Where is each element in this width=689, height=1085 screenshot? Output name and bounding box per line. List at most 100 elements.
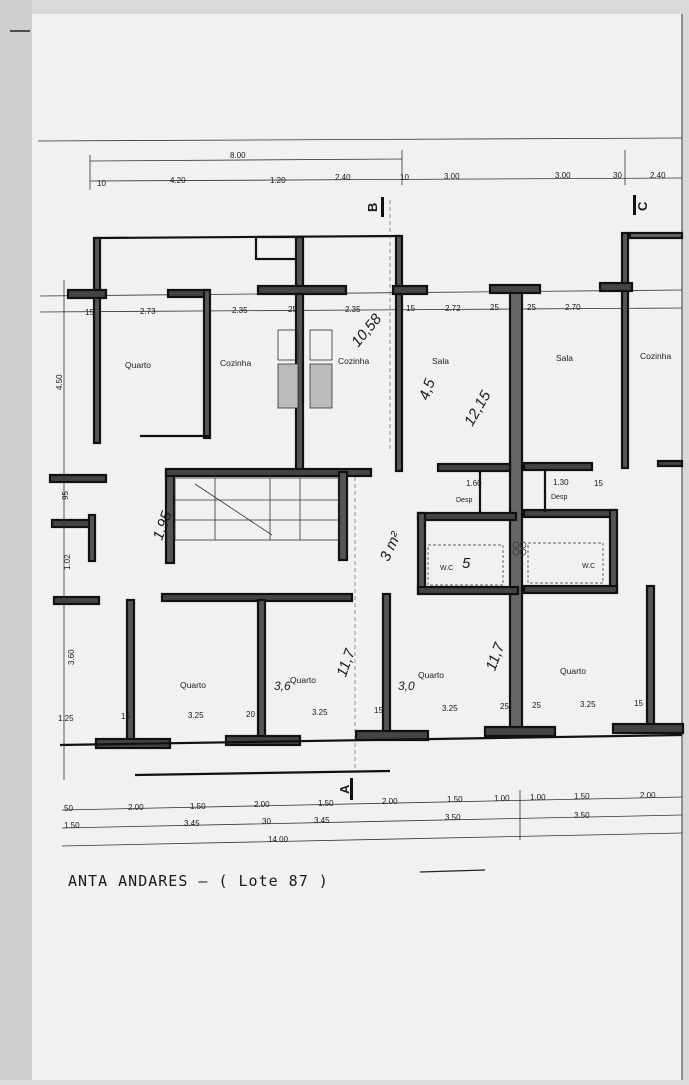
room-wc: W.C <box>582 563 595 570</box>
dim-row2: 2.72 <box>445 304 461 313</box>
dim-top-total: 8.00 <box>230 151 246 160</box>
dims-bottom-1: 50 2.00 1.50 2.00 1.50 2.00 1.50 1.00 1.… <box>64 791 656 813</box>
dim-bottom: 1.50 <box>318 799 334 808</box>
dim-top: 30 <box>613 171 622 180</box>
room-cozinha: Cozinha <box>338 356 369 366</box>
dim-row2: 25 <box>288 305 297 314</box>
dim-bottom: 50 <box>64 804 73 813</box>
room-cozinha: Cozinha <box>640 351 671 361</box>
dim-bottom: 1.50 <box>574 792 590 801</box>
room-desp: Desp <box>456 497 472 504</box>
hand-note: 3,6 <box>274 679 291 693</box>
section-mark-a: A <box>337 784 352 794</box>
dim-bottom: 3.45 <box>184 819 200 828</box>
plan-title: ANTA ANDARES — ( Lote 87 ) <box>68 872 329 890</box>
dim-bottom: 1.00 <box>530 793 546 802</box>
dims-bottom-2: 1.50 3.45 30 3.45 3.50 3.50 <box>64 811 590 830</box>
dim-row-b: 25 <box>500 702 509 711</box>
hand-note: 4,5 <box>416 376 439 402</box>
dim-row2: 2.70 <box>565 303 581 312</box>
dim-desp: 15 <box>594 479 603 488</box>
dim-row2: 25 <box>490 303 499 312</box>
paper <box>32 14 682 1080</box>
dim-row2: 15 <box>85 308 94 317</box>
section-mark-b-bar <box>381 197 384 217</box>
dim-row2: 2.35 <box>232 306 248 315</box>
dim-desp: 1.30 <box>553 478 569 487</box>
dim-row-b: 3.25 <box>580 700 596 709</box>
dim-top: 3.00 <box>555 171 571 180</box>
dim-top: 2.40 <box>650 171 666 180</box>
dim-top: 10 <box>97 179 106 188</box>
dim-row-b: 1.25 <box>58 714 74 723</box>
room-quarto: Quarto <box>560 666 586 676</box>
room-labels: Quarto Cozinha Cozinha Sala Sala Cozinha… <box>125 351 671 690</box>
dim-top: 1.20 <box>270 176 286 185</box>
dim-row-b: 3.25 <box>312 708 328 717</box>
dim-left: 4.50 <box>55 374 64 390</box>
dim-row2: 25 <box>527 303 536 312</box>
dim-row-b: 15 <box>374 706 383 715</box>
dim-bottom: 3.45 <box>314 816 330 825</box>
dim-bottom: 3.50 <box>445 813 461 822</box>
dim-top: 2.40 <box>335 173 351 182</box>
dim-left: 1.02 <box>63 554 72 570</box>
dim-top: 4.20 <box>170 176 186 185</box>
dim-bottom: 2.00 <box>640 791 656 800</box>
room-cozinha: Cozinha <box>220 358 251 368</box>
dim-bottom: 1.50 <box>190 802 206 811</box>
dim-top: 10 <box>400 173 409 182</box>
page-gutter <box>0 0 32 1080</box>
room-quarto: Quarto <box>418 670 444 680</box>
dim-row-b: 3.25 <box>188 711 204 720</box>
dim-left: 3.60 <box>67 649 76 665</box>
top-dimension-lines <box>37 137 683 313</box>
section-mark-c: C <box>635 201 650 211</box>
title-underline <box>419 869 486 873</box>
section-mark-c-bar <box>633 195 636 215</box>
walls <box>48 231 685 777</box>
dim-top: 3.00 <box>444 172 460 181</box>
reference-lines <box>354 200 391 770</box>
dim-bottom-total: 14.00 <box>268 835 289 844</box>
section-mark-b: B <box>365 203 380 212</box>
room-quarto: Quarto <box>290 675 316 685</box>
room-wc: W.C <box>440 565 453 572</box>
dim-bottom: 30 <box>262 817 271 826</box>
room-sala: Sala <box>556 353 573 363</box>
dim-desp: 1.60 <box>466 479 482 488</box>
dims-left: 4.50 95 1.02 3.60 <box>55 374 76 665</box>
dim-row2: 15 <box>406 304 415 313</box>
dim-row2: 2.35 <box>345 305 361 314</box>
dim-left: 95 <box>61 491 70 500</box>
dim-bottom: 1.50 <box>447 795 463 804</box>
room-quarto: Quarto <box>125 360 151 370</box>
room-quarto: Quarto <box>180 680 206 690</box>
dims-bottom-rooms: 1.25 15 3.25 20 3.25 15 3.25 25 25 3.25 … <box>58 699 643 723</box>
dim-row-b: 20 <box>246 710 255 719</box>
dim-bottom: 3.50 <box>574 811 590 820</box>
hand-note: 3,0 <box>398 679 415 693</box>
dim-row-b: 15 <box>121 712 130 721</box>
dims-top-row: 10 4.20 1.20 2.40 10 3.00 3.00 30 2.40 <box>97 171 666 188</box>
bathroom-fixtures <box>427 541 604 586</box>
dim-bottom: 1.50 <box>64 821 80 830</box>
dims-second-row: 15 2.73 2.35 25 2.35 15 2.72 25 25 2.70 <box>85 303 581 317</box>
dim-bottom: 1.00 <box>494 794 510 803</box>
desp-dimensions: 1.60 1.30 15 <box>466 478 603 488</box>
dim-row-b: 15 <box>634 699 643 708</box>
dim-row-b: 3.25 <box>442 704 458 713</box>
dim-row-b: 25 <box>532 701 541 710</box>
section-mark-a-bar <box>350 778 353 800</box>
dim-row2: 2.73 <box>140 307 156 316</box>
room-sala: Sala <box>432 356 449 366</box>
dim-bottom: 2.00 <box>128 803 144 812</box>
dim-bottom: 2.00 <box>254 800 270 809</box>
stairs <box>174 477 340 541</box>
dim-bottom: 2.00 <box>382 797 398 806</box>
hand-note: 5 <box>462 555 471 572</box>
bottom-dimension-lines <box>61 790 683 847</box>
room-desp: Desp <box>551 494 567 501</box>
